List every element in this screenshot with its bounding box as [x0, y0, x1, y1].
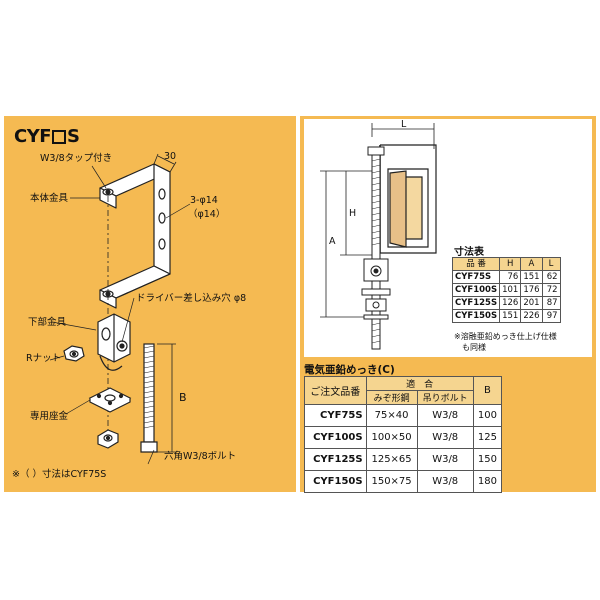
label-bolt: 六角W3/8ボルト — [164, 451, 237, 462]
title-box-glyph — [52, 129, 67, 144]
label-driver: ドライバー差し込み穴 φ8 — [136, 293, 247, 304]
title-prefix: CYF — [14, 126, 52, 147]
label-hole2: （φ14） — [188, 209, 226, 220]
dim-header-h: H — [499, 257, 522, 271]
dim-cell: CYF75S — [451, 270, 501, 284]
label-seat: 専用座金 — [30, 411, 69, 422]
note-line-1: ※溶融亜鉛めっき仕上げ仕様 — [454, 332, 557, 341]
dim-cell: 126 — [499, 296, 522, 310]
table-row: CYF100S 101 176 72 — [451, 283, 561, 297]
order-cell: CYF150S — [304, 470, 367, 493]
label-b: B — [179, 391, 187, 404]
table-row: CYF150S 151 226 97 — [451, 309, 561, 323]
dim-table-note: ※溶融亜鉛めっき仕上げ仕様 も同様 — [454, 331, 557, 353]
hex-nut-drawing — [97, 429, 119, 449]
order-header-fit: 適 合 — [365, 376, 474, 391]
order-header-steel: みぞ形鋼 — [365, 390, 418, 405]
washer-drawing — [88, 387, 132, 413]
dim-cell: 151 — [520, 270, 543, 284]
product-panel-left: CYF S — [4, 116, 296, 492]
label-lower: 下部金具 — [28, 317, 67, 328]
order-cell: 180 — [472, 470, 503, 493]
order-cell: W3/8 — [416, 404, 474, 427]
label-tap: W3/8タップ付き — [40, 153, 113, 164]
order-cell: 75×40 — [365, 404, 418, 427]
note-line-2: も同様 — [462, 343, 486, 352]
order-cell: CYF125S — [304, 448, 367, 471]
order-table-title: 電気亜鉛めっき(C) — [304, 364, 395, 376]
order-header-b: B — [472, 376, 503, 405]
dim-cell: 101 — [499, 283, 522, 297]
table-row: CYF125S 125×65 W3/8 150 — [304, 448, 503, 471]
lower-bracket — [97, 313, 131, 371]
table-row: CYF100S 100×50 W3/8 125 — [304, 426, 503, 449]
assembly-drawing-box: L H A 寸法表 品 番 H A L CYF75S 76 151 62 CYF… — [304, 119, 592, 357]
assembly-drawing — [320, 123, 437, 350]
dim-cell: 201 — [520, 296, 543, 310]
order-cell: 100 — [472, 404, 503, 427]
order-cell: 150×75 — [365, 470, 418, 493]
dim-header-part: 品 番 — [451, 257, 501, 271]
dim-cell: 72 — [541, 283, 561, 297]
dim-cell: CYF150S — [451, 309, 501, 323]
order-header-bolt: 吊りボルト — [416, 390, 474, 405]
label-dim30: 30 — [164, 151, 177, 162]
label-body: 本体金具 — [30, 193, 69, 204]
dim-cell: CYF125S — [451, 296, 501, 310]
product-panel-right: L H A 寸法表 品 番 H A L CYF75S 76 151 62 CYF… — [300, 116, 596, 493]
order-cell: W3/8 — [416, 426, 474, 449]
order-cell: 150 — [472, 448, 503, 471]
exploded-drawing — [49, 153, 191, 465]
label-A: A — [329, 236, 336, 247]
dim-cell: CYF100S — [451, 283, 501, 297]
order-cell: W3/8 — [416, 470, 474, 493]
label-H: H — [349, 208, 357, 219]
r-nut-drawing — [63, 345, 85, 362]
footnote: ※（ ）寸法はCYF75S — [12, 469, 107, 480]
b-dimension — [157, 343, 176, 453]
dim-30 — [153, 153, 177, 173]
hex-bolt-drawing — [140, 343, 158, 453]
table-row: ご注文品番 適 合 B — [304, 376, 503, 405]
table-row: 品 番 H A L — [451, 257, 561, 271]
label-rnut: Rナット — [26, 353, 62, 364]
order-cell: W3/8 — [416, 448, 474, 471]
dim-header-a: A — [520, 257, 543, 271]
dim-cell: 226 — [520, 309, 543, 323]
table-row: みぞ形鋼 吊りボルト — [305, 390, 502, 405]
title-suffix: S — [67, 126, 80, 147]
dim-cell: 97 — [541, 309, 561, 323]
dim-table-title: 寸法表 — [454, 247, 484, 258]
order-table: ご注文品番 適 合 B みぞ形鋼 吊りボルト CYF75S 75×40 W3/8… — [304, 376, 503, 493]
dim-header-l: L — [541, 257, 561, 271]
order-cell: 125×65 — [365, 448, 418, 471]
dim-cell: 62 — [541, 270, 561, 284]
product-title: CYF S — [14, 126, 80, 147]
dim-table: 品 番 H A L CYF75S 76 151 62 CYF100S 101 1… — [451, 257, 561, 323]
table-row: CYF125S 126 201 87 — [451, 296, 561, 310]
order-cell: CYF100S — [304, 426, 367, 449]
label-hole: 3-φ14 — [190, 195, 218, 206]
table-row: CYF75S 76 151 62 — [451, 270, 561, 284]
dim-cell: 87 — [541, 296, 561, 310]
dim-cell: 76 — [499, 270, 522, 284]
order-cell: 125 — [472, 426, 503, 449]
table-row: CYF150S 150×75 W3/8 180 — [304, 470, 503, 493]
dim-cell: 151 — [499, 309, 522, 323]
order-header-part: ご注文品番 — [304, 376, 367, 405]
table-row: CYF75S 75×40 W3/8 100 — [304, 404, 503, 427]
order-cell: CYF75S — [304, 404, 367, 427]
dim-cell: 176 — [520, 283, 543, 297]
label-L: L — [401, 119, 407, 130]
order-cell: 100×50 — [365, 426, 418, 449]
